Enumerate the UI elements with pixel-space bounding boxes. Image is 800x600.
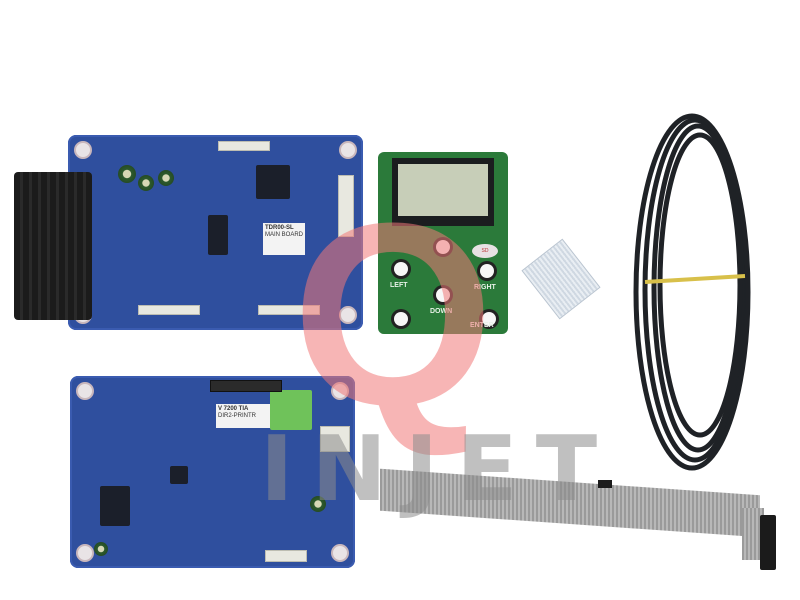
heatsink: [14, 172, 92, 320]
capacitor: [138, 175, 154, 191]
control-panel-board: LEFT RIGHT DOWN ENTER SD: [378, 152, 508, 334]
down-button-label: DOWN: [430, 308, 453, 315]
lcd-screen: [392, 158, 494, 226]
chip: [170, 466, 188, 484]
connector: [218, 141, 270, 151]
mount-hole: [74, 141, 92, 159]
chip: [208, 215, 228, 255]
capacitor: [94, 542, 108, 556]
mount-hole: [76, 382, 94, 400]
ribbon-connector: [598, 480, 612, 488]
mount-hole: [76, 544, 94, 562]
escape-button: [394, 312, 408, 326]
watermark-logo: Q: [292, 170, 495, 460]
head-board-label: V 7200 TIA DIR2-PRINTR: [216, 404, 270, 428]
connector: [210, 380, 282, 392]
main-board: TDR00-SL MAIN BOARD: [68, 135, 363, 330]
flex-cable: [521, 238, 601, 320]
ribbon-cable-end: [742, 508, 764, 560]
chip: [100, 486, 130, 526]
left-button: [394, 262, 408, 276]
mount-hole: [339, 306, 357, 324]
right-button: [480, 264, 494, 278]
enter-button: [482, 312, 496, 326]
head-board: V 7200 TIA DIR2-PRINTR: [70, 376, 355, 568]
down-button: [436, 288, 450, 302]
mount-hole: [331, 382, 349, 400]
capacitor: [158, 170, 174, 186]
watermark-text: INJET: [260, 417, 616, 522]
mount-hole: [331, 544, 349, 562]
black-cable: [633, 113, 751, 471]
mount-hole: [339, 141, 357, 159]
terminal-block: [270, 390, 312, 430]
connector: [265, 550, 307, 562]
capacitor: [118, 165, 136, 183]
enter-button-label: ENTER: [470, 322, 494, 329]
left-button-label: LEFT: [390, 282, 408, 289]
connector: [338, 175, 354, 237]
connector: [138, 305, 200, 315]
capacitor: [310, 496, 326, 512]
processor-chip: [256, 165, 290, 199]
main-board-label: TDR00-SL MAIN BOARD: [263, 223, 305, 255]
up-button: [436, 240, 450, 254]
connector: [320, 426, 350, 452]
ribbon-connector: [760, 515, 776, 570]
connector: [258, 305, 320, 315]
sd-badge: SD: [472, 244, 498, 258]
right-button-label: RIGHT: [474, 284, 496, 291]
